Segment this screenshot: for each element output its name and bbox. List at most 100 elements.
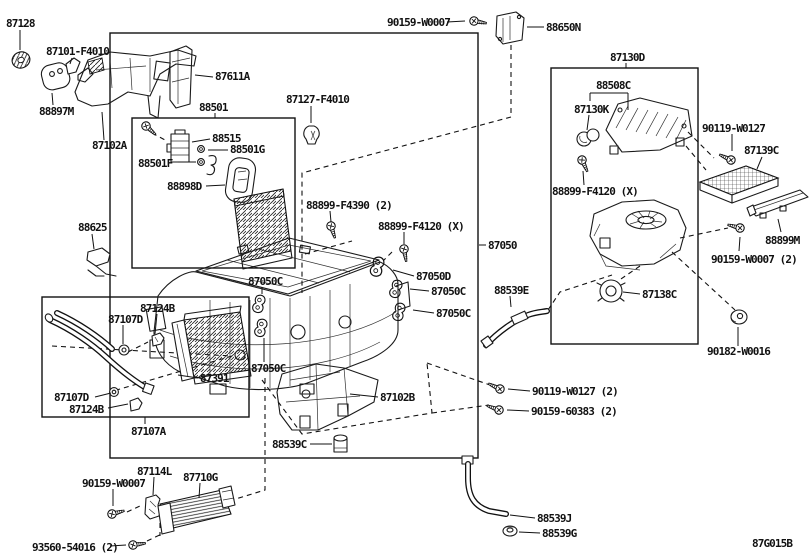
part-label-88899-f4390: 88899-F4390 (2): [306, 199, 392, 212]
clamp-icon-87050c: [254, 318, 268, 338]
grommet-87107d-top: [118, 344, 130, 356]
part-label-88501g: 88501G: [230, 143, 266, 156]
drain-hose-88539j: [461, 455, 509, 517]
screw-icon-88899-f4120: [398, 243, 411, 263]
part-label-87107d-top: 87107D: [108, 313, 144, 326]
expansion-valve-88515: [166, 129, 190, 163]
part-label-87391: 87391: [200, 372, 230, 385]
part-label-90159-w0007-2: 90159-W0007 (2): [711, 253, 797, 266]
part-label-87130d: 87130D: [610, 51, 646, 64]
clamp-icon-87050c: [392, 302, 406, 322]
part-label-87101-f4010: 87101-F4010: [46, 45, 109, 58]
filter-cover-88899m: [746, 189, 809, 219]
part-label-87139c: 87139C: [744, 144, 779, 157]
part-label-87130k: 87130K: [574, 103, 610, 116]
part-label-88515: 88515: [212, 132, 241, 145]
part-label-87050c-r1: 87050C: [431, 285, 466, 298]
screw-icon-90119-2: [486, 379, 507, 396]
part-label-88539g: 88539G: [542, 527, 578, 540]
bracket-87101: [65, 57, 94, 83]
heater-core-87391: [171, 305, 252, 385]
part-label-90159-60383: 90159-60383 (2): [531, 405, 617, 418]
part-label-87050c-l1: 87050C: [248, 275, 283, 288]
part-label-88897m: 88897M: [39, 105, 75, 118]
lower-case-87102b: [276, 363, 379, 431]
part-label-88899-f4120-main: 88899-F4120 (X): [378, 220, 464, 233]
valve-sub-box-88501: [131, 117, 296, 269]
drain-grommet-88539g: [502, 525, 518, 537]
amplifier-88650n: [495, 11, 525, 45]
part-label-87050c-r2: 87050C: [436, 307, 471, 320]
part-label-87138c: 87138C: [642, 288, 677, 301]
part-label-88539j: 88539J: [537, 512, 572, 525]
part-label-87124b-bottom: 87124B: [69, 403, 105, 416]
leader-lines: [19, 20, 782, 547]
grommet-87128: [11, 51, 31, 69]
evaporator-core: [233, 188, 293, 270]
part-label-87050: 87050: [488, 239, 517, 252]
main-unit-box-87050: [109, 32, 479, 459]
clamp-87124b-bottom: [129, 397, 143, 412]
part-label-88501: 88501: [199, 101, 229, 114]
screw-icon-90159-top: [468, 15, 488, 28]
drain-plug-88539c: [333, 434, 348, 453]
screw-icon-90159-w0007-2: [726, 220, 746, 234]
part-label-87102a: 87102A: [92, 139, 128, 152]
blower-motor-87138c: [596, 279, 626, 303]
grommet-87107d-bottom: [109, 387, 119, 397]
part-label-90119-w0127: 90119-W0127: [702, 122, 765, 135]
cabin-filter-87139c: [698, 165, 780, 204]
screw-icon-90159-60383: [485, 401, 505, 416]
clip-87127: [303, 125, 320, 145]
part-label-88898d: 88898D: [167, 180, 203, 193]
water-hose-88539e: [480, 308, 550, 349]
part-label-87611a: 87611A: [215, 70, 251, 83]
blower-upper-case-88508c: [605, 97, 693, 155]
bracket-88625: [86, 247, 117, 277]
cooler-bracket-87102a: [74, 49, 197, 119]
part-label-87127-f4010: 87127-F4010: [286, 93, 349, 106]
part-label-88501f: 88501F: [138, 157, 173, 170]
clamp-87124b-top: [151, 332, 165, 347]
part-label-88625: 88625: [78, 221, 107, 234]
blower-unit-box-87130d: [550, 67, 699, 345]
part-label-93560-54016: 93560-54016 (2): [32, 541, 118, 554]
screw-icon-88899-f4120-blower: [575, 153, 592, 174]
washer-90182: [730, 309, 748, 325]
nut-icon-88501f: [197, 158, 205, 166]
part-label-87114l: 87114L: [137, 465, 173, 478]
screw-icon: [139, 119, 159, 139]
part-label-90159-w0007-bottom: 90159-W0007: [82, 477, 145, 490]
heater-pipes: [44, 310, 155, 395]
part-label-87124b-top: 87124B: [140, 302, 176, 315]
side-plate-87611a: [169, 45, 193, 109]
ptc-heater-87710g: [157, 485, 236, 535]
resistor-87130k: [576, 128, 600, 147]
part-label-87128: 87128: [6, 17, 35, 30]
part-label-87107a: 87107A: [131, 425, 167, 438]
part-label-88899m: 88899M: [765, 234, 801, 247]
part-label-90119-w0127-2: 90119-W0127 (2): [532, 385, 618, 398]
screw-icon-88899-f4390: [325, 220, 340, 240]
part-label-90182-w0016: 90182-W0016: [707, 345, 771, 358]
clip-icon: [206, 155, 217, 176]
part-label-87102b: 87102B: [380, 391, 416, 404]
part-label-88539e: 88539E: [494, 284, 529, 297]
part-label-87107d-bottom: 87107D: [54, 391, 90, 404]
part-label-88539c: 88539C: [272, 438, 307, 451]
screw-icon-93560: [127, 538, 147, 551]
part-label-88650n: 88650N: [546, 21, 581, 34]
nut-icon-88501g: [197, 145, 205, 153]
screw-icon-90119-w0127: [717, 150, 738, 167]
part-number-labels: 87128 87101-F4010 87611A 88897M 87102A 8…: [6, 16, 802, 554]
part-label-90159-w0007-top: 90159-W0007: [387, 16, 450, 29]
cooler-unit-assembly-87050: [145, 237, 411, 395]
part-label-87050c-l2: 87050C: [251, 362, 286, 375]
part-label-88899-f4120-blower: 88899-F4120 (X): [552, 185, 638, 198]
clamp-icon-87050c: [389, 279, 403, 299]
clamp-icon-87050c: [252, 294, 266, 314]
part-label-88508c: 88508C: [596, 79, 631, 92]
blower-lower-housing: [589, 199, 687, 271]
